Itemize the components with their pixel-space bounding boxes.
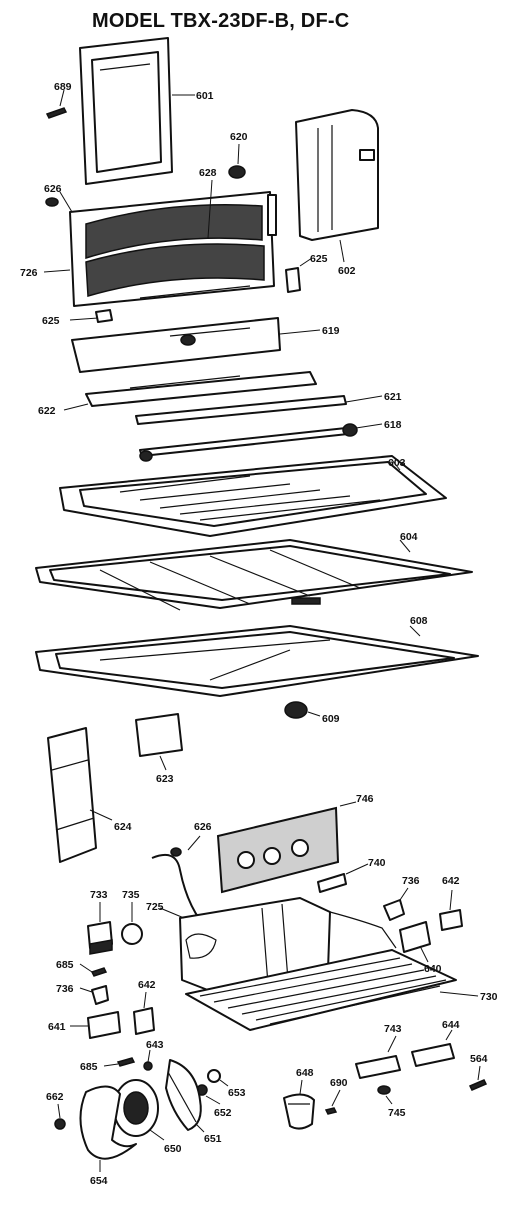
part-736-clip-right	[383, 899, 405, 921]
part-642-relay-left	[133, 1007, 155, 1035]
part-624-duct	[47, 727, 97, 863]
label-690: 690	[330, 1077, 348, 1089]
label-735: 735	[122, 889, 140, 901]
part-603-wire-shelf	[59, 455, 447, 537]
label-625-right: 625	[310, 253, 328, 265]
label-689: 689	[54, 81, 72, 93]
label-740: 740	[368, 857, 386, 869]
part-625-bracket-left	[95, 309, 113, 323]
part-746-control-board	[216, 806, 340, 894]
part-620-knob	[228, 165, 246, 179]
label-653: 653	[228, 1087, 246, 1099]
label-736-right: 736	[402, 875, 420, 887]
label-602: 602	[338, 265, 356, 277]
label-624: 624	[114, 821, 132, 833]
label-644: 644	[442, 1019, 460, 1031]
part-733-thermostat	[87, 921, 113, 955]
label-622: 622	[38, 405, 56, 417]
label-733: 733	[90, 889, 108, 901]
part-621-rail	[135, 395, 347, 425]
label-650: 650	[164, 1143, 182, 1155]
label-651: 651	[204, 1133, 222, 1145]
label-564: 564	[470, 1053, 488, 1065]
part-743-plate	[355, 1055, 401, 1079]
part-653-nut	[207, 1069, 221, 1083]
label-601: 601	[196, 90, 214, 102]
part-654-shroud	[79, 1085, 137, 1160]
part-601-frame	[79, 37, 173, 185]
part-604-glass-shelf	[35, 539, 473, 611]
part-626-clip	[45, 197, 59, 207]
label-626-top: 626	[44, 183, 62, 195]
label-648: 648	[296, 1067, 314, 1079]
label-745: 745	[388, 1107, 406, 1119]
label-604: 604	[400, 531, 418, 543]
label-725: 725	[146, 901, 164, 913]
part-736-clip-left	[91, 985, 109, 1005]
label-743: 743	[384, 1023, 402, 1035]
part-623-block	[135, 713, 183, 757]
label-640: 640	[424, 963, 442, 975]
label-685-lower: 685	[80, 1061, 98, 1073]
label-623: 623	[156, 773, 174, 785]
part-622-baffle	[85, 371, 317, 407]
label-641: 641	[48, 1021, 66, 1033]
part-608-tray	[35, 625, 479, 697]
part-609-knob	[284, 701, 308, 719]
part-745-washer	[377, 1085, 391, 1095]
part-640-switch	[399, 921, 431, 953]
label-730: 730	[480, 991, 498, 1003]
part-643-washer	[143, 1061, 153, 1071]
label-621: 621	[384, 391, 402, 403]
part-735-bulb	[121, 923, 143, 945]
label-726: 726	[20, 267, 38, 279]
label-625-left: 625	[42, 315, 60, 327]
label-626-mid: 626	[194, 821, 212, 833]
label-652: 652	[214, 1107, 232, 1119]
part-662-grommet	[54, 1118, 66, 1130]
part-619-panel	[71, 317, 281, 373]
part-685-screw-top	[90, 967, 108, 977]
label-618: 618	[384, 419, 402, 431]
label-685-top: 685	[56, 959, 74, 971]
label-642-left: 642	[138, 979, 156, 991]
part-641-bracket	[87, 1011, 121, 1039]
label-654: 654	[90, 1175, 108, 1187]
label-603: 603	[388, 457, 406, 469]
part-642-relay-right	[439, 909, 463, 931]
part-740-fitting	[317, 873, 347, 893]
part-602-cover	[295, 109, 379, 241]
label-608: 608	[410, 615, 428, 627]
part-625-bracket-right	[285, 267, 301, 293]
part-685-screw-lower	[116, 1057, 136, 1067]
label-736-left: 736	[56, 983, 74, 995]
label-628: 628	[199, 167, 217, 179]
part-689-screw	[45, 107, 68, 119]
part-626-tube	[151, 847, 201, 921]
part-651-fan-blade	[165, 1059, 202, 1131]
label-609: 609	[322, 713, 340, 725]
part-726-evaporator	[69, 191, 277, 307]
part-564-screw	[468, 1079, 488, 1091]
label-620: 620	[230, 131, 248, 143]
part-690-screw	[324, 1107, 338, 1115]
label-619: 619	[322, 325, 340, 337]
part-648-cap	[283, 1093, 315, 1130]
label-642-right: 642	[442, 875, 460, 887]
label-746: 746	[356, 793, 374, 805]
label-643: 643	[146, 1039, 164, 1051]
part-618-rod	[139, 423, 358, 462]
part-644-plate	[411, 1043, 455, 1067]
part-730-condenser	[185, 911, 457, 1031]
label-662: 662	[46, 1091, 64, 1103]
model-title: MODEL TBX-23DF-B, DF-C	[92, 10, 350, 32]
